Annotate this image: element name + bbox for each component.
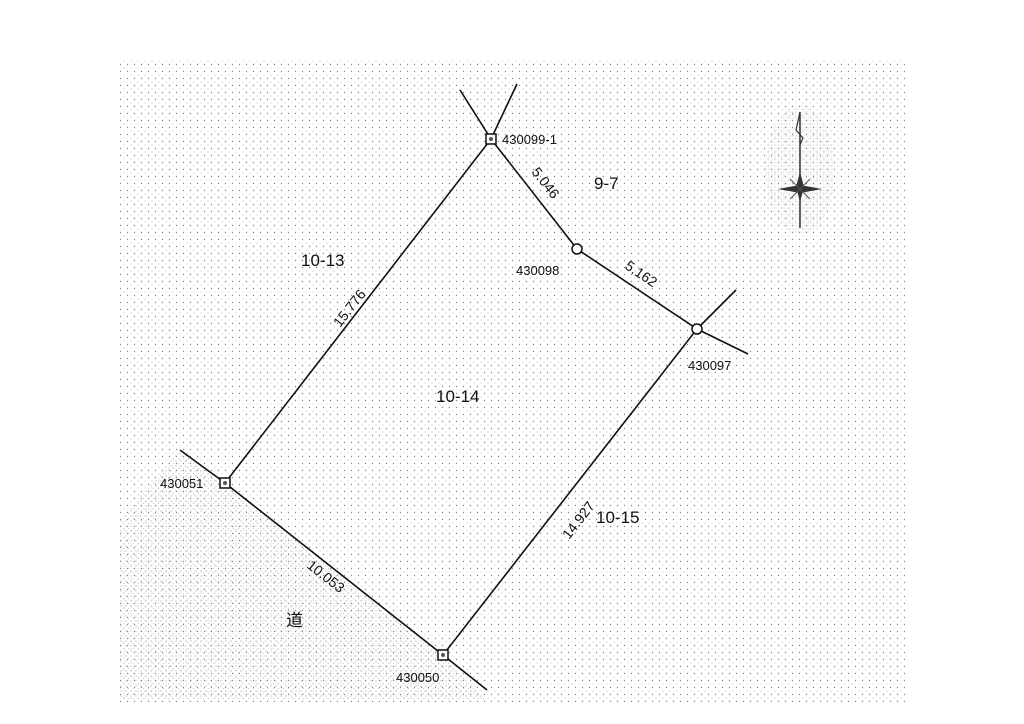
boundary-extension [696, 289, 737, 330]
circle-marker-icon [571, 243, 583, 255]
point-label: 430050 [396, 670, 439, 685]
circle-marker-icon [691, 323, 703, 335]
square-marker-icon [437, 649, 449, 661]
boundary-extension [490, 83, 518, 140]
boundary-extension [696, 328, 749, 355]
road-label: 道 [286, 611, 303, 630]
parcel-label: 9-7 [594, 174, 619, 193]
point-label: 430051 [160, 476, 203, 491]
point-label: 430099-1 [502, 132, 557, 147]
north-arrow-compass-icon [765, 105, 835, 235]
parcel-label: 10-15 [596, 508, 639, 527]
boundary-extension [442, 654, 488, 691]
square-marker-icon [485, 133, 497, 145]
point-label: 430097 [688, 358, 731, 373]
boundary-extension [459, 89, 492, 140]
square-marker-icon [219, 477, 231, 489]
point-label: 430098 [516, 263, 559, 278]
parcel-label: 10-13 [301, 251, 344, 270]
boundary-extension [179, 449, 226, 484]
parcel-boundary [223, 137, 699, 657]
road-area [120, 450, 487, 700]
parcel-label-subject: 10-14 [436, 387, 479, 406]
